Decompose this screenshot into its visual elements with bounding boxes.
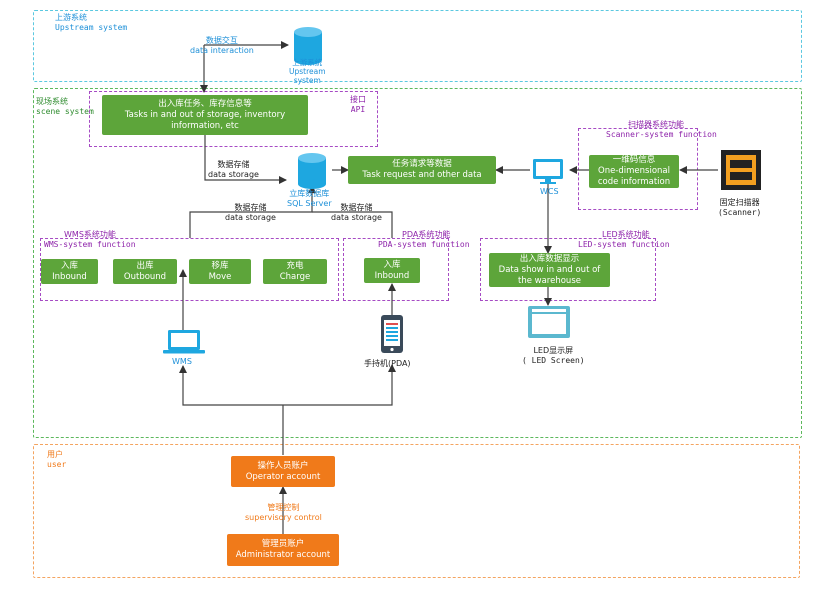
edge-tasks-to-sql <box>204 135 287 184</box>
api-box <box>89 91 378 147</box>
wcs-label: WCS <box>540 187 559 196</box>
administrator-account-box: 管理员账户 Administrator account <box>227 534 339 566</box>
operator-account-box: 操作人员账户 Operator account <box>231 456 335 487</box>
wms-outbound-box: 出库 Outbound <box>113 259 177 284</box>
upstream-db-label: 上游系统 Upstream system <box>289 58 326 85</box>
scene-system-zone <box>33 88 802 438</box>
edge-wms-to-sql <box>189 185 316 238</box>
sql-database-icon <box>298 153 326 189</box>
tasks-box: 出入库任务、库存信息等 Tasks in and out of storage,… <box>102 95 308 135</box>
scanner-icon <box>721 150 761 190</box>
data-storage-label-2: 数据存储 data storage <box>225 203 276 222</box>
edge-pda-to-sql <box>312 211 393 238</box>
wms-move-box: 移库 Move <box>189 259 251 284</box>
edge-operator-to-pda <box>283 364 396 406</box>
wms-inbound-box: 入库 Inbound <box>41 259 98 284</box>
edge-operator-to-wms <box>179 365 283 406</box>
scene-zone-label: 现场系统 scene system <box>36 97 94 116</box>
data-storage-label-3: 数据存储 data storage <box>331 203 382 222</box>
pda-label: 手持机(PDA) <box>364 359 411 368</box>
data-storage-label-1: 数据存储 data storage <box>208 160 259 179</box>
scanner-function-box <box>578 128 698 210</box>
pda-function-box <box>343 238 449 301</box>
sql-server-label: 立库数据库 SQL Server <box>287 189 332 208</box>
wms-function-label: WMS系统功能 WMS-system function <box>44 230 136 249</box>
scanner-label: 固定扫描器 (Scanner) <box>718 198 762 217</box>
led-data-show-box: 出入库数据显示 Data show in and out of the ware… <box>489 253 610 287</box>
pda-device-icon <box>381 315 403 353</box>
user-zone <box>33 444 800 578</box>
task-request-box: 任务请求等数据 Task request and other data <box>348 156 496 184</box>
scanner-function-label: 扫描器系统功能 Scanner-system function <box>606 120 717 139</box>
led-function-box <box>480 238 656 301</box>
wms-function-box <box>40 238 339 301</box>
led-function-label: LED系统功能 LED-system function <box>578 230 670 249</box>
one-dimensional-code-box: 一维码信息 One-dimensional code information <box>589 155 679 188</box>
led-screen-label: LED显示屏 ( LED Screen) <box>522 346 585 365</box>
user-zone-label: 用户 user <box>47 450 67 469</box>
data-interaction-label: 数据交互 data interaction <box>190 36 254 55</box>
pda-function-label: PDA系统功能 PDA-system function <box>378 230 470 249</box>
upstream-zone-label: 上游系统 Upstream system <box>55 13 128 32</box>
led-screen-icon <box>528 306 570 338</box>
wms-charge-box: 充电 Charge <box>263 259 327 284</box>
wms-label: WMS <box>172 357 192 366</box>
upstream-system-zone <box>33 10 802 82</box>
wcs-monitor-icon <box>533 159 563 184</box>
api-label: 接口 API <box>350 95 366 114</box>
wms-laptop-icon <box>163 330 205 354</box>
pda-inbound-box: 入库 Inbound <box>364 258 420 283</box>
supervisory-control-label: 管理控制 supervisory control <box>245 503 322 522</box>
upstream-database-icon <box>294 27 322 65</box>
